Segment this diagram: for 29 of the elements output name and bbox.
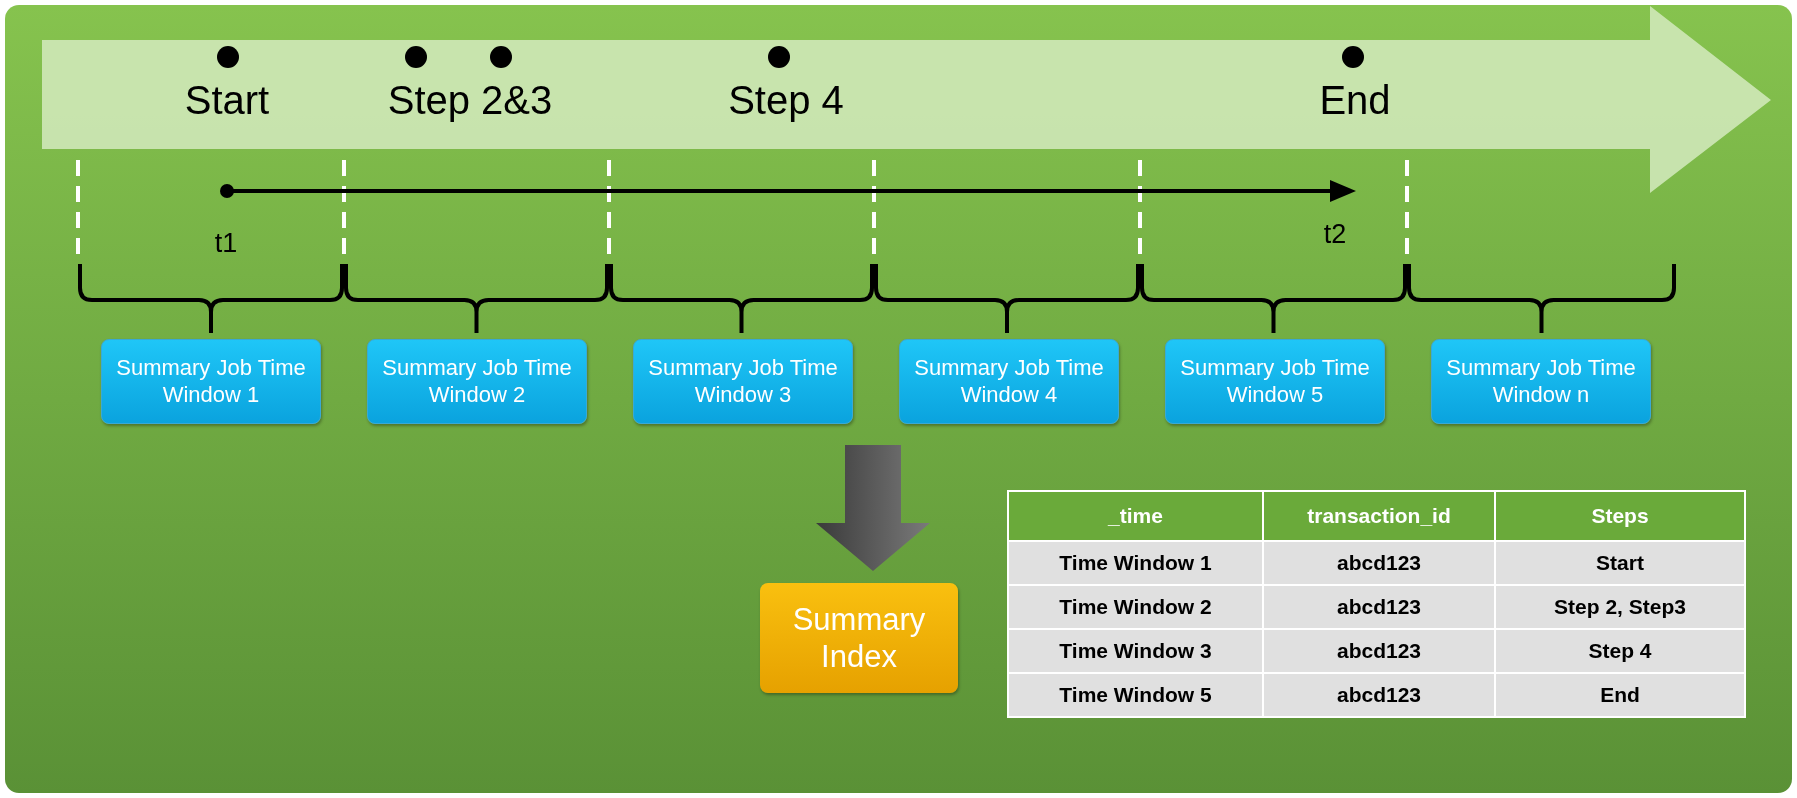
table-cell: Time Window 2 bbox=[1008, 585, 1263, 629]
table-cell: abcd123 bbox=[1263, 585, 1495, 629]
time-label: t1 bbox=[214, 228, 238, 259]
table-cell: Start bbox=[1495, 541, 1745, 585]
event-label: Start bbox=[184, 78, 270, 123]
header-cell: _time bbox=[1008, 491, 1263, 541]
table-cell: Time Window 1 bbox=[1008, 541, 1263, 585]
table-cell: abcd123 bbox=[1263, 541, 1495, 585]
event-label: End bbox=[1319, 78, 1391, 123]
table-cell: Step 2, Step3 bbox=[1495, 585, 1745, 629]
table-cell: abcd123 bbox=[1263, 673, 1495, 717]
job-box: Summary Job Time Window 5 bbox=[1165, 339, 1385, 424]
event-label: Step 2&3 bbox=[387, 78, 553, 123]
table-cell: Time Window 3 bbox=[1008, 629, 1263, 673]
table-cell: Step 4 bbox=[1495, 629, 1745, 673]
job-box: Summary Job Time Window 2 bbox=[367, 339, 587, 424]
job-box: Summary Job Time Window 3 bbox=[633, 339, 853, 424]
header-cell: Steps bbox=[1495, 491, 1745, 541]
time-label: t2 bbox=[1323, 219, 1347, 250]
table-cell: abcd123 bbox=[1263, 629, 1495, 673]
job-box: Summary Job Time Window n bbox=[1431, 339, 1651, 424]
table-cell: End bbox=[1495, 673, 1745, 717]
header-cell: transaction_id bbox=[1263, 491, 1495, 541]
job-box: Summary Job Time Window 4 bbox=[899, 339, 1119, 424]
table-cell: Time Window 5 bbox=[1008, 673, 1263, 717]
event-label: Step 4 bbox=[728, 78, 844, 123]
block-arrow bbox=[816, 445, 930, 571]
index-box: Summary Index bbox=[760, 583, 958, 693]
job-box: Summary Job Time Window 1 bbox=[101, 339, 321, 424]
